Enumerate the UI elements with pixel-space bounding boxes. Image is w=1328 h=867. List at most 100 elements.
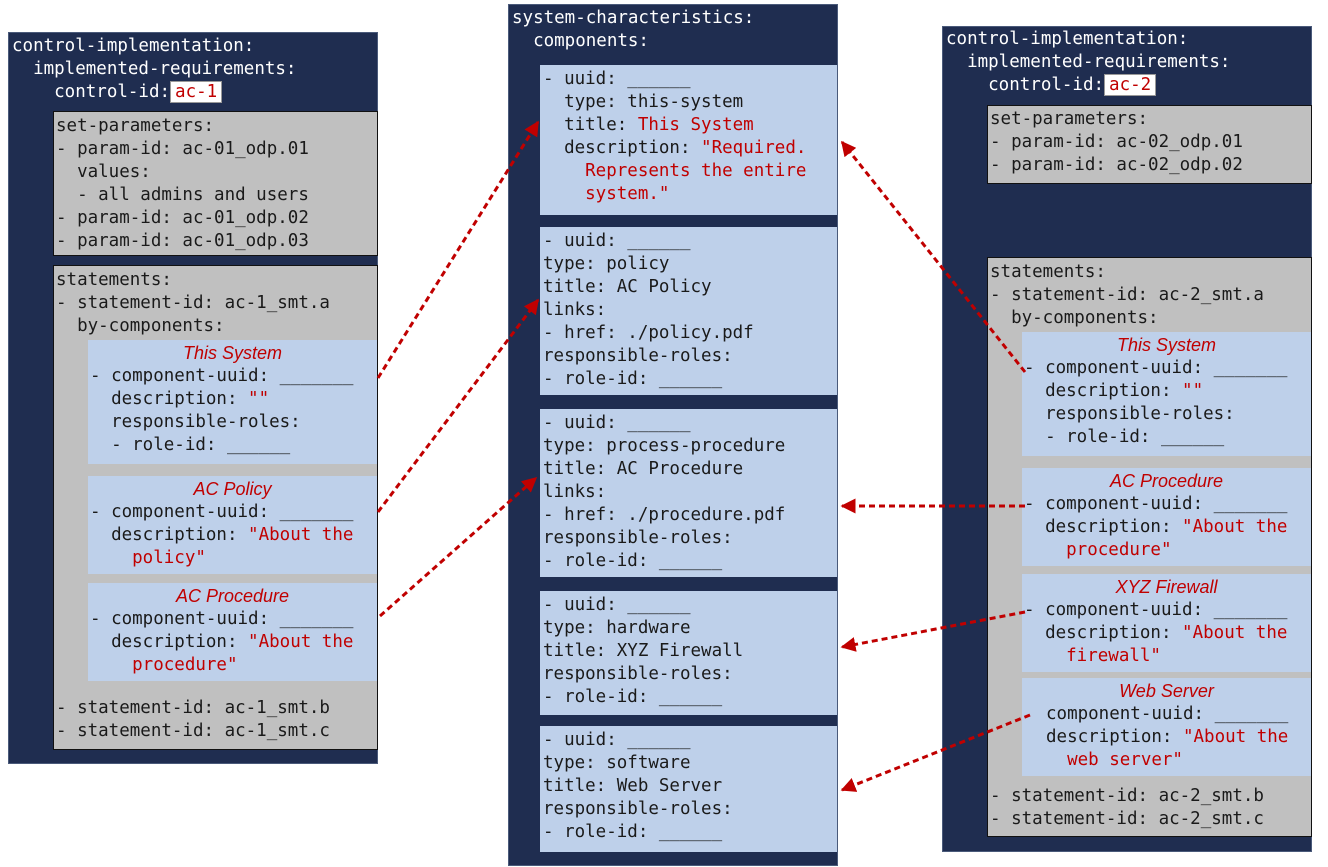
left-bc1-roles: responsible-roles: (90, 412, 301, 432)
c1-type: type: this-system (543, 92, 744, 112)
c2-6: - role-id: ______ (543, 369, 723, 389)
right-bc1-title: This System (1116, 335, 1217, 355)
left-control-implementation-panel: control-implementation: implemented-requ… (8, 32, 378, 764)
left-bc1-title: This System (182, 343, 283, 363)
right-l3: control-id:ac-2 (946, 74, 1157, 97)
c2-2: title: AC Policy (543, 277, 712, 297)
left-sp-4: - param-id: ac-01_odp.02 (56, 208, 309, 228)
left-statements-box: statements: - statement-id: ac-1_smt.a b… (53, 265, 378, 750)
right-by-component-this-system: This System - component-uuid: _______ de… (1022, 332, 1311, 456)
right-bc2-title: AC Procedure (1109, 471, 1224, 491)
right-control-implementation-panel: control-implementation: implemented-requ… (942, 26, 1312, 852)
component-this-system: - uuid: ______ type: this-system title: … (540, 65, 837, 215)
left-bc2-uuid: - component-uuid: _______ (90, 502, 354, 522)
right-by-component-ac-procedure: AC Procedure - component-uuid: _______ d… (1022, 468, 1311, 566)
left-bc3-desc: description: "About the (90, 632, 354, 652)
left-st-tail-0: - statement-id: ac-1_smt.b (56, 698, 330, 718)
left-st-tail-1: - statement-id: ac-1_smt.c (56, 721, 330, 741)
component-ac-policy: - uuid: ______ type: policy title: AC Po… (540, 227, 837, 395)
c3-6: - role-id: ______ (543, 551, 723, 571)
left-by-component-ac-procedure: AC Procedure - component-uuid: _______ d… (88, 583, 377, 681)
left-bc2-title: AC Policy (193, 479, 272, 499)
left-l2: implemented-requirements: (12, 59, 297, 79)
right-by-component-web-server: Web Server component-uuid: _______ descr… (1022, 678, 1311, 776)
right-bc3-desc2: firewall" (1024, 646, 1161, 666)
c4-2: title: XYZ Firewall (543, 641, 744, 661)
right-bc1-uuid: - component-uuid: _______ (1024, 358, 1288, 378)
left-st-0: statements: (56, 270, 172, 290)
c5-0: - uuid: ______ (543, 730, 691, 750)
left-bc3-title: AC Procedure (175, 586, 290, 606)
c5-1: type: software (543, 753, 691, 773)
c5-2: title: Web Server (543, 776, 723, 796)
left-st-2: by-components: (56, 316, 225, 336)
c2-5: responsible-roles: (543, 346, 733, 366)
left-sp-5: - param-id: ac-01_odp.03 (56, 231, 309, 251)
right-bc2-desc2: procedure" (1024, 540, 1172, 560)
right-st-0: statements: (990, 262, 1106, 282)
c5-3: responsible-roles: (543, 799, 733, 819)
c4-0: - uuid: ______ (543, 595, 691, 615)
right-bc1-role: - role-id: ______ (1024, 427, 1225, 447)
right-bc3-title: XYZ Firewall (1115, 577, 1218, 597)
left-bc2-desc2: policy" (90, 548, 206, 568)
left-sp-3: - all admins and users (56, 185, 309, 205)
c1-uuid: - uuid: ______ (543, 69, 691, 89)
right-sp-0: set-parameters: (990, 109, 1149, 129)
left-bc2-desc: description: "About the (90, 525, 354, 545)
right-st-2: by-components: (990, 308, 1159, 328)
left-control-id-tag: ac-1 (170, 81, 223, 103)
right-l1: control-implementation: (946, 29, 1189, 49)
mid-l2: components: (512, 31, 649, 51)
c4-4: - role-id: ______ (543, 687, 723, 707)
left-bc1-desc: description: "" (90, 389, 270, 409)
right-bc1-roles: responsible-roles: (1024, 404, 1235, 424)
c1-desc3: system." (543, 184, 670, 204)
left-sp-2: values: (56, 162, 151, 182)
c2-3: links: (543, 300, 607, 320)
c3-5: responsible-roles: (543, 528, 733, 548)
left-sp-1: - param-id: ac-01_odp.01 (56, 139, 309, 159)
right-st-tail-1: - statement-id: ac-2_smt.c (990, 809, 1264, 829)
right-st-tail-0: - statement-id: ac-2_smt.b (990, 786, 1264, 806)
right-statements-box: statements: - statement-id: ac-2_smt.a b… (987, 257, 1312, 837)
c3-0: - uuid: ______ (543, 413, 691, 433)
right-bc2-desc: description: "About the (1024, 517, 1288, 537)
right-control-id-tag: ac-2 (1104, 74, 1157, 96)
right-bc4-title: Web Server (1119, 681, 1214, 701)
component-ac-procedure: - uuid: ______ type: process-procedure t… (540, 409, 837, 577)
component-xyz-firewall: - uuid: ______ type: hardware title: XYZ… (540, 591, 837, 715)
c2-0: - uuid: ______ (543, 231, 691, 251)
left-by-component-this-system: This System - component-uuid: _______ de… (88, 340, 377, 464)
left-bc3-desc2: procedure" (90, 655, 238, 675)
c1-desc: description: "Required. (543, 138, 807, 158)
right-bc4-desc2: web server" (1046, 750, 1183, 770)
component-web-server: - uuid: ______ type: software title: Web… (540, 726, 837, 852)
c3-3: links: (543, 482, 607, 502)
right-bc2-uuid: - component-uuid: _______ (1024, 494, 1288, 514)
mid-l1: system-characteristics: (512, 8, 755, 28)
right-sp-2: - param-id: ac-02_odp.02 (990, 155, 1243, 175)
right-bc3-desc: description: "About the (1024, 623, 1288, 643)
c3-1: type: process-procedure (543, 436, 786, 456)
c2-4: - href: ./policy.pdf (543, 323, 754, 343)
c1-desc2: Represents the entire (543, 161, 807, 181)
right-bc4-desc: description: "About the (1046, 727, 1289, 747)
c1-title: title: This System (543, 115, 754, 135)
right-bc3-uuid: - component-uuid: _______ (1024, 600, 1288, 620)
left-by-component-ac-policy: AC Policy - component-uuid: _______ desc… (88, 476, 377, 574)
left-bc3-uuid: - component-uuid: _______ (90, 609, 354, 629)
left-bc1-uuid: - component-uuid: _______ (90, 366, 354, 386)
left-l1: control-implementation: (12, 36, 255, 56)
c2-1: type: policy (543, 254, 670, 274)
right-by-component-xyz-firewall: XYZ Firewall - component-uuid: _______ d… (1022, 574, 1311, 672)
c4-3: responsible-roles: (543, 664, 733, 684)
c3-2: title: AC Procedure (543, 459, 744, 479)
c4-1: type: hardware (543, 618, 691, 638)
right-set-parameters-box: set-parameters: - param-id: ac-02_odp.01… (987, 105, 1312, 184)
right-sp-1: - param-id: ac-02_odp.01 (990, 132, 1243, 152)
left-bc1-role: - role-id: ______ (90, 435, 291, 455)
right-bc4-uuid: component-uuid: _______ (1046, 704, 1289, 724)
left-sp-0: set-parameters: (56, 116, 215, 136)
c5-4: - role-id: ______ (543, 822, 723, 842)
